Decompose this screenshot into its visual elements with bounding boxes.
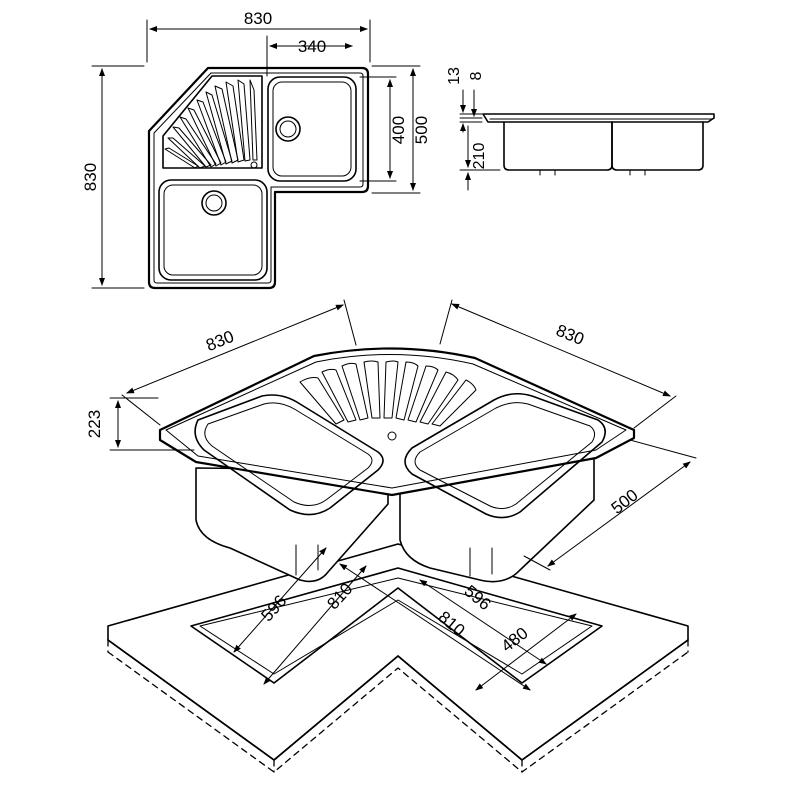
countertop-slab [107, 543, 689, 761]
top-view-outline [147, 66, 370, 290]
dim-side-rim-8: 8 [468, 71, 485, 80]
top-view: 830 340 830 400 500 [81, 9, 431, 290]
iso-tap-hole-icon [387, 431, 397, 441]
top-view-bowl-left [158, 179, 268, 281]
dim-side-rim-13: 13 [446, 67, 463, 85]
dim-top-overall-width: 830 [244, 9, 272, 28]
dim-top-bowl-depth: 400 [389, 116, 408, 144]
drainer-fan [162, 75, 263, 169]
side-view-rim [482, 113, 715, 123]
dim-iso-right-length: 830 [553, 321, 586, 349]
drain-left-icon [201, 190, 227, 216]
drainer-grooves [164, 79, 258, 169]
drain-right-icon [275, 116, 301, 142]
dim-iso-depth: 500 [608, 485, 642, 517]
dim-top-bowl-width: 340 [298, 37, 326, 56]
side-view: 13 8 210 [446, 67, 715, 191]
top-view-bowl-right [267, 76, 357, 182]
tap-hole-icon [250, 161, 258, 169]
side-view-bowl-right [611, 121, 704, 171]
side-view-bowl-left [503, 121, 613, 171]
dim-iso-height: 223 [85, 410, 104, 438]
countertop [107, 543, 689, 773]
dim-top-outer-depth: 500 [412, 116, 431, 144]
dim-side-bowl-depth: 210 [471, 143, 488, 170]
dim-top-overall-height: 830 [81, 163, 100, 191]
iso-view: 830 830 223 500 [85, 299, 697, 583]
